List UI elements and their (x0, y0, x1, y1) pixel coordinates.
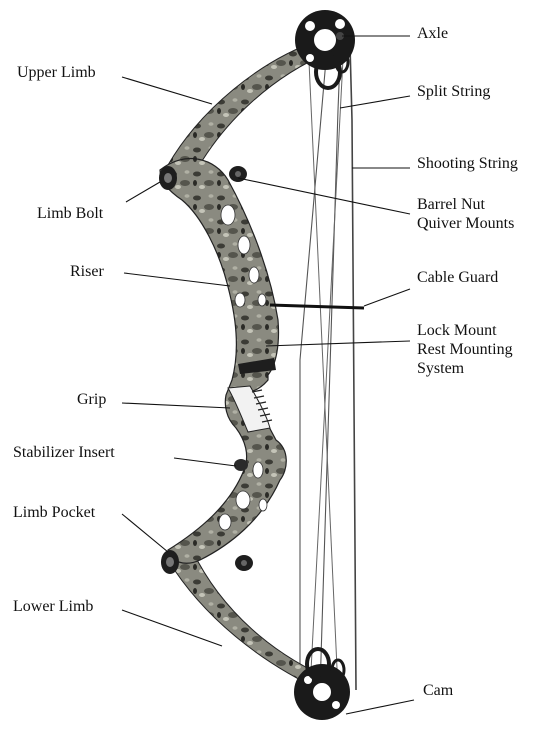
leader-barrel-nut (238, 178, 410, 214)
label-upper-limb: Upper Limb (17, 63, 96, 83)
leader-split-string (340, 96, 410, 108)
stabilizer-insert (234, 459, 248, 471)
label-cable-guard: Cable Guard (417, 268, 498, 288)
label-grip: Grip (77, 390, 106, 410)
limb-pocket-lower (161, 550, 179, 574)
bottom-cam (294, 649, 350, 720)
label-lock-mount-rest-mounting-system: Lock Mount Rest Mounting System (417, 321, 513, 378)
leader-stabilizer-insert (174, 458, 236, 466)
label-shooting-string: Shooting String (417, 154, 518, 174)
label-stabilizer-insert: Stabilizer Insert (13, 443, 115, 463)
string-system (300, 40, 356, 690)
cable-guard-rod (270, 305, 364, 308)
leader-cable-guard (364, 289, 410, 306)
label-barrel-nut-quiver-mounts: Barrel Nut Quiver Mounts (417, 195, 514, 233)
shooting-string (350, 45, 356, 690)
label-cam: Cam (423, 681, 453, 701)
label-riser: Riser (70, 262, 104, 282)
label-axle: Axle (417, 24, 448, 44)
lower-quiver-knob (235, 555, 253, 571)
leader-limb-bolt (126, 182, 160, 202)
label-limb-bolt: Limb Bolt (37, 204, 103, 224)
leader-lower-limb (122, 610, 222, 646)
limb-bolt-upper (159, 166, 177, 190)
leader-cam (346, 700, 414, 714)
leader-upper-limb (122, 77, 212, 104)
label-limb-pocket: Limb Pocket (13, 503, 95, 523)
label-split-string: Split String (417, 82, 490, 102)
leader-lock-mount (266, 341, 410, 346)
leader-limb-pocket (122, 514, 168, 552)
leader-grip (122, 403, 230, 408)
label-lower-limb: Lower Limb (13, 597, 93, 617)
leader-riser (124, 273, 230, 286)
buss-cable-b (310, 40, 344, 690)
